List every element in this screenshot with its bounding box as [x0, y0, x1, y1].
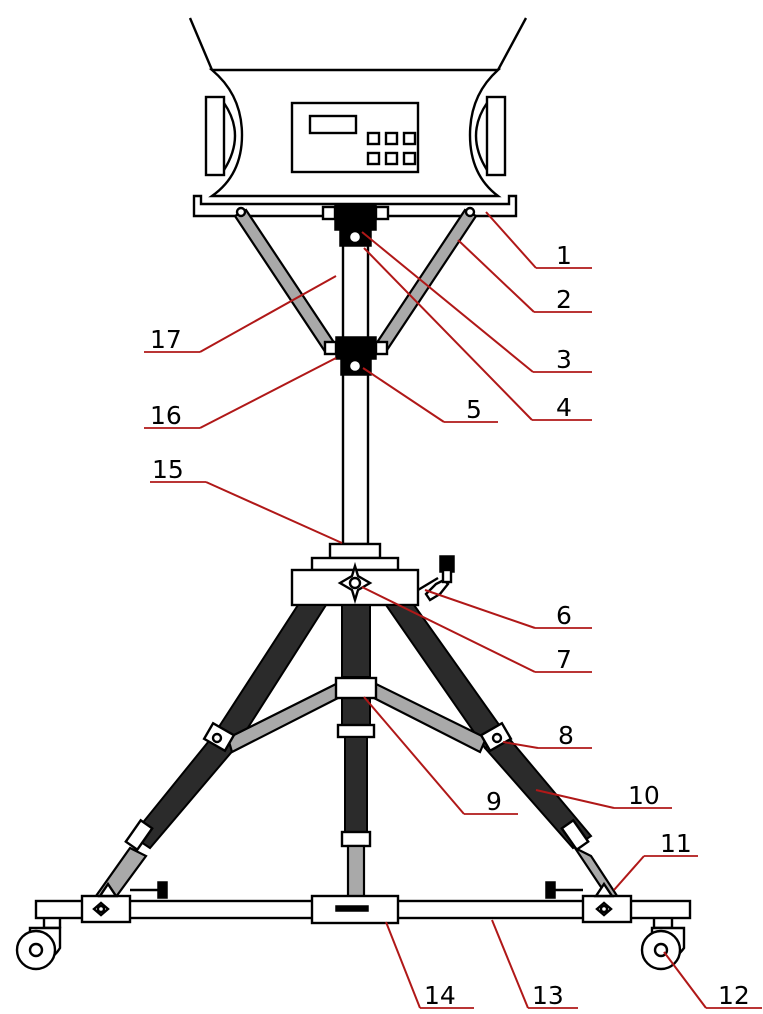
leg-spreader	[202, 676, 513, 754]
callout-4: 4	[556, 393, 572, 422]
instrument-housing	[188, 17, 528, 198]
upper-column	[341, 242, 370, 546]
tripod-head	[290, 542, 455, 607]
callout-2: 2	[556, 285, 572, 314]
tripod-legs	[94, 604, 624, 907]
leader-lines	[144, 211, 762, 1009]
callout-12: 12	[718, 981, 750, 1010]
button	[384, 151, 399, 166]
button	[366, 131, 381, 146]
callout-3: 3	[556, 345, 572, 374]
callout-17: 17	[150, 325, 182, 354]
button	[402, 151, 417, 166]
callout-7: 7	[556, 645, 572, 674]
callout-5: 5	[466, 395, 482, 424]
button	[366, 151, 381, 166]
callout-11: 11	[660, 829, 692, 858]
base-frame	[15, 881, 692, 971]
control-panel	[290, 101, 420, 174]
callout-14: 14	[424, 981, 456, 1010]
upper-collar	[321, 203, 390, 247]
middle-collar	[323, 336, 389, 376]
callout-16: 16	[150, 401, 182, 430]
button	[384, 131, 399, 146]
button	[402, 131, 417, 146]
display-screen	[308, 114, 358, 135]
callout-8: 8	[558, 721, 574, 750]
callout-15: 15	[152, 455, 184, 484]
callout-9: 9	[486, 787, 502, 816]
callout-10: 10	[628, 781, 660, 810]
callout-6: 6	[556, 601, 572, 630]
callout-1: 1	[556, 241, 572, 270]
callout-labels: 1 2 3 4 5 6 7 8 9 10 11 12 13 14 15 16 1…	[150, 241, 750, 1010]
callout-13: 13	[532, 981, 564, 1010]
